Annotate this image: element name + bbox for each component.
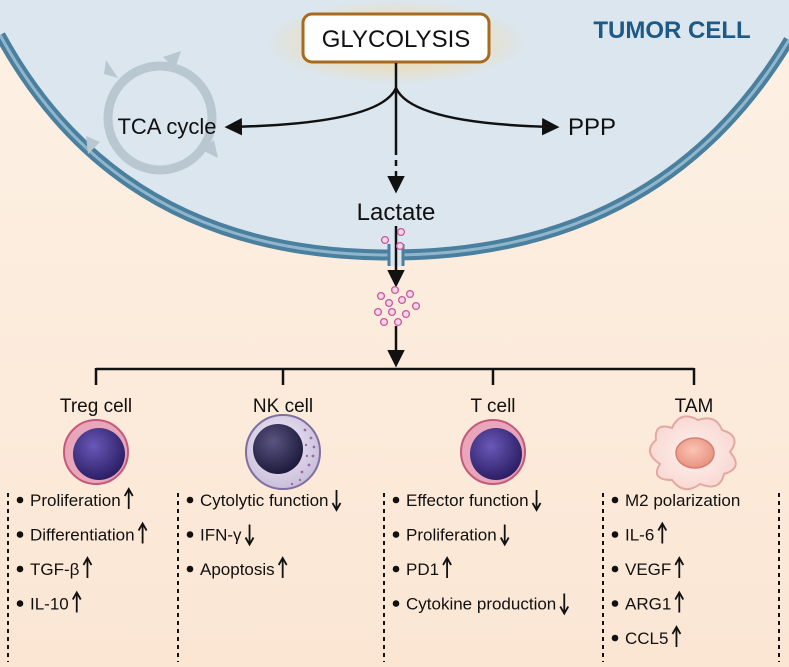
lactate-molecule	[395, 241, 405, 251]
bullet	[186, 496, 194, 504]
bullet	[392, 531, 400, 538]
bullet	[186, 565, 194, 573]
arrow-down-icon	[499, 524, 510, 547]
lactate-molecule	[411, 301, 421, 311]
nk-cell-icon	[245, 414, 321, 490]
effect-text: IFN-γ	[200, 526, 242, 545]
lactate-molecule	[387, 307, 397, 317]
lactate-molecule	[390, 285, 400, 295]
lactate-molecule	[380, 235, 390, 245]
bullet	[611, 634, 619, 642]
bullet	[611, 600, 619, 607]
lactate-molecules	[373, 227, 421, 327]
bullet	[16, 531, 24, 538]
effect-text: VEGF	[625, 560, 671, 579]
arrow-up-icon	[123, 487, 134, 509]
glycolysis-box	[301, 12, 491, 64]
effect-text: IL-10	[30, 595, 69, 614]
effect-text: M2 polarization	[625, 491, 740, 510]
t-cell-icon	[460, 419, 526, 485]
arrow-up-icon	[674, 556, 685, 578]
arrow-down-icon	[331, 490, 342, 512]
tca-cycle-icon	[86, 51, 218, 175]
effect-text: Effector function	[406, 491, 529, 510]
effect-lists: ProliferationDifferentiationTGF-βIL-10Cy…	[16, 487, 740, 648]
arrow-down-icon	[559, 593, 570, 616]
bullet	[611, 496, 619, 504]
arrow-down-icon	[531, 490, 542, 512]
effect-text: Cytolytic function	[200, 491, 329, 510]
tam-icon	[649, 415, 737, 491]
ppp-label: PPP	[568, 114, 616, 141]
effect-text: Apoptosis	[200, 560, 275, 579]
lactate-molecule	[384, 298, 394, 308]
bullet	[16, 565, 24, 573]
bullet	[611, 531, 619, 538]
tam-title: TAM	[675, 396, 714, 417]
tumor-cell-label: TUMOR CELL	[593, 17, 750, 44]
tca-cycle-label: TCA cycle	[117, 114, 216, 139]
bullet	[186, 531, 194, 538]
lactate-molecule	[373, 307, 383, 317]
lactate-molecule	[401, 309, 411, 319]
lactate-label: Lactate	[357, 199, 436, 226]
lactate-molecule	[396, 227, 406, 237]
arrow-up-icon	[137, 521, 148, 544]
arrow-to-ppp	[394, 87, 560, 136]
effect-text: Cytokine production	[406, 595, 556, 614]
arrow-up-icon	[674, 590, 685, 613]
tumor-cell-body	[0, 0, 789, 255]
t-cell-title: T cell	[470, 396, 515, 417]
lactate-molecule	[393, 317, 403, 327]
bullet	[392, 565, 400, 573]
nk-cell-title: NK cell	[253, 396, 313, 417]
effect-text: Proliferation	[406, 526, 497, 545]
effect-text: ARG1	[625, 595, 671, 614]
arrow-up-icon	[82, 556, 93, 578]
lactate-molecule	[376, 291, 386, 301]
bullet	[392, 600, 400, 607]
lactate-molecule	[379, 317, 389, 327]
lactate-molecule	[397, 295, 407, 305]
arrow-up-icon	[277, 556, 288, 578]
effect-text: Proliferation	[30, 491, 121, 510]
effect-text: IL-6	[625, 526, 654, 545]
treg-cell-title: Treg cell	[60, 396, 132, 417]
glycolysis-label: GLYCOLYSIS	[322, 26, 471, 53]
lactate-molecule	[405, 289, 415, 299]
bullet	[16, 496, 24, 504]
bullet	[16, 600, 24, 607]
bullet	[392, 496, 400, 504]
arrow-up-icon	[671, 625, 682, 647]
arrow-down-icon	[244, 524, 255, 547]
effect-text: TGF-β	[30, 560, 80, 579]
arrow-up-icon	[442, 556, 452, 578]
arrow-up-icon	[71, 590, 82, 613]
effect-text: PD1	[406, 560, 439, 579]
bullet	[611, 565, 619, 573]
arrow-to-tca	[224, 87, 398, 136]
arrow-up-icon	[657, 521, 668, 544]
effect-text: Differentiation	[30, 526, 135, 545]
effect-text: CCL5	[625, 629, 668, 648]
treg-cell-icon	[63, 419, 129, 485]
